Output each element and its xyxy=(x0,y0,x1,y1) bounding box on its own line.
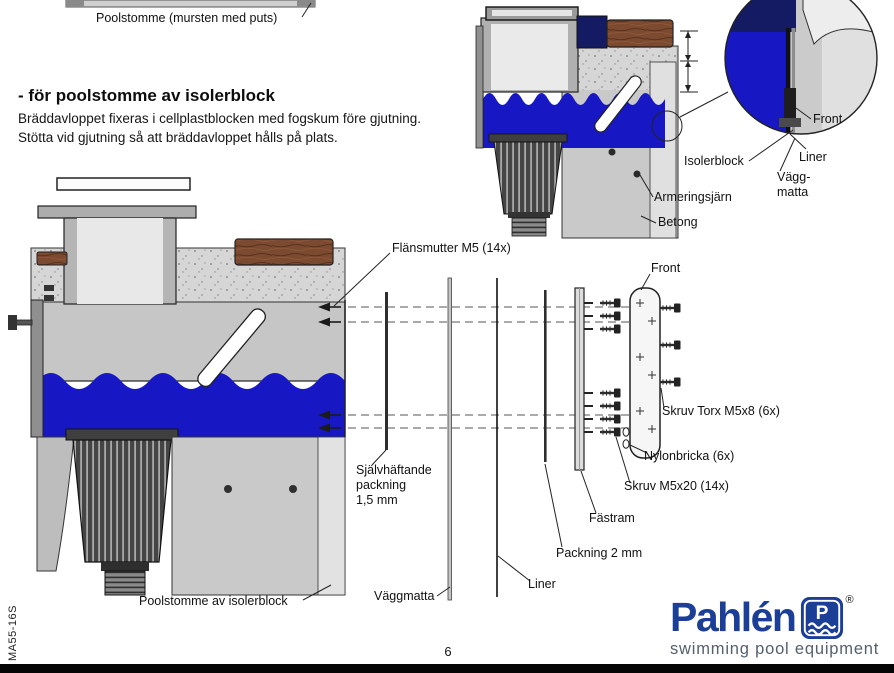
part-skruv-torx xyxy=(658,302,682,388)
part-skruv-m5x20 xyxy=(598,297,622,438)
label-liner-detail: Liner xyxy=(799,150,827,164)
mark-letter: P xyxy=(816,603,829,624)
body-line-2: Stötta vid gjutning så att bräddavloppet… xyxy=(18,129,338,145)
label-skruv-torx: Skruv Torx M5x8 (6x) xyxy=(662,404,780,418)
label-skruv-m5x20: Skruv M5x20 (14x) xyxy=(624,479,729,493)
part-fastram xyxy=(574,287,593,471)
leader-lines xyxy=(302,107,812,601)
label-liner-exploded: Liner xyxy=(528,577,556,591)
label-front-exploded: Front xyxy=(651,261,681,275)
part-packning-2mm xyxy=(544,290,547,462)
brand-name: Pahlén xyxy=(670,594,797,640)
label-poolstomme-mursten: Poolstomme (mursten med puts) xyxy=(96,11,278,25)
part-vaggmatta xyxy=(447,277,452,601)
label-nylonbricka: Nylonbricka (6x) xyxy=(644,449,735,463)
section-body: Bräddavloppet fixeras i cellplastblocken… xyxy=(18,110,421,148)
label-fastram: Fästram xyxy=(589,511,635,525)
part-sjalvhaftande-packning xyxy=(385,292,388,450)
label-sjalvhaftande-packning: Självhäftande packning 1,5 mm xyxy=(356,463,432,507)
brand-tagline: swimming pool equipment xyxy=(670,640,880,658)
top-cutoff-diagram xyxy=(65,0,316,18)
dashed-alignment-lines xyxy=(348,306,630,429)
page-number: 6 xyxy=(444,644,452,659)
registered-mark: ® xyxy=(845,594,854,606)
part-front xyxy=(629,287,661,459)
dimension-lines xyxy=(680,30,698,93)
label-vaggmatta-detail: Vägg- matta xyxy=(777,170,811,199)
part-nylonbricka xyxy=(622,427,630,449)
label-isolerblock: Isolerblock xyxy=(684,154,744,168)
footer-bar xyxy=(0,664,894,673)
detail-cross-section xyxy=(475,6,729,239)
label-flansmutter: Flänsmutter M5 (14x) xyxy=(392,241,511,255)
body-line-1: Bräddavloppet fixeras i cellplastblocken… xyxy=(18,111,421,126)
label-poolstomme-isolerblock: Poolstomme av isolerblock xyxy=(139,594,288,608)
label-packning-2mm: Packning 2 mm xyxy=(556,546,643,560)
label-betong: Betong xyxy=(658,215,698,229)
section-heading: - för poolstomme av isolerblock xyxy=(18,86,275,105)
pahlen-logo-mark: P ® xyxy=(800,594,854,640)
label-front-detail: Front xyxy=(813,112,843,126)
pahlen-logo: Pahlén P ® swimming pool equipment xyxy=(670,594,892,659)
exploded-view xyxy=(385,277,682,601)
pahlen-mark-icon: P xyxy=(801,596,844,640)
label-vaggmatta-exploded: Väggmatta xyxy=(374,589,435,603)
main-cross-section xyxy=(8,177,346,596)
document-code: MA55-16S xyxy=(7,605,19,661)
label-armeringsjarn: Armeringsjärn xyxy=(654,190,732,204)
detail-view-circle xyxy=(724,0,878,135)
